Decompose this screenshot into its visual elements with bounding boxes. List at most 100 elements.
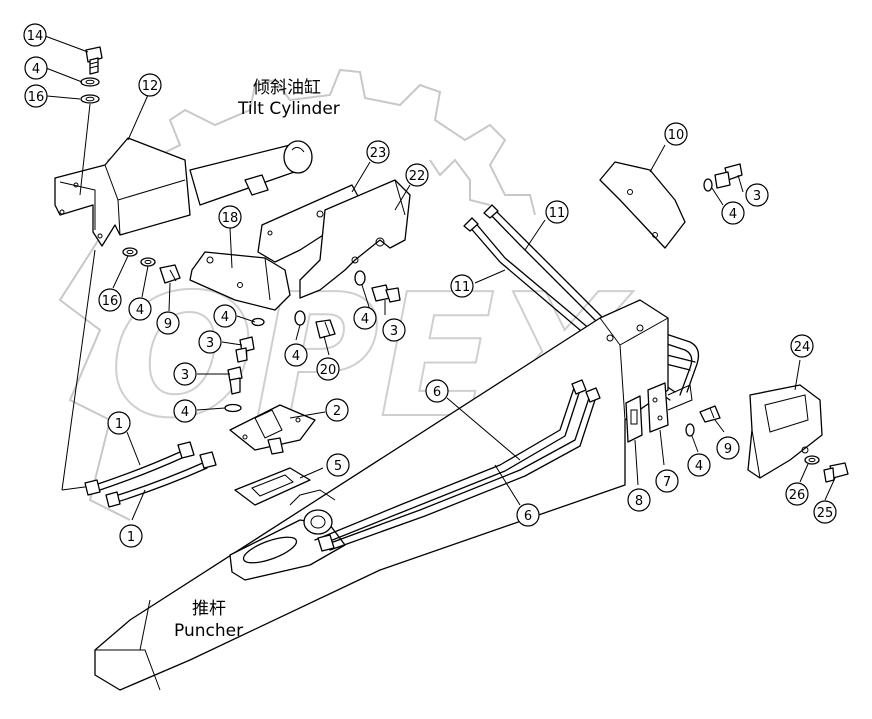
svg-text:3: 3 [181,368,189,383]
svg-text:5: 5 [334,459,342,474]
fitting-9-left [159,264,181,284]
callout-14: 14 [23,23,47,47]
component-labels: 倾斜油缸 Tilt Cylinder 推杆 Puncher [174,77,340,641]
svg-text:6: 6 [433,385,441,400]
valve-block-7 [647,382,693,433]
svg-text:20: 20 [320,363,337,378]
washer-4-a [251,317,265,327]
puncher-label-cn: 推杆 [192,599,226,619]
callout-12: 12 [138,73,162,97]
washer-4-b [224,403,242,413]
svg-text:12: 12 [142,79,159,94]
svg-text:4: 4 [361,312,369,327]
callout-4: 4 [173,399,197,423]
hoses-6 [314,379,601,552]
fitting-9-right [699,405,721,423]
bolt-3-cover [714,163,743,189]
callout-4: 4 [24,56,48,80]
callout-9: 9 [156,311,180,335]
plate-8 [625,395,643,443]
callout-4: 4 [353,306,377,330]
callout-3: 3 [745,183,769,207]
svg-text:1: 1 [127,530,135,545]
washer-4-mid [140,257,156,267]
svg-text:7: 7 [663,475,671,490]
cover-10 [599,161,686,249]
callout-10: 10 [664,122,688,146]
callout-3: 3 [173,362,197,386]
leader-lines [44,35,836,521]
tilt-cylinder-label-en: Tilt Cylinder [237,99,340,119]
callout-bubbles: 14 4 16 12 23 22 18 10 3 4 11 11 16 4 9 … [23,23,837,548]
svg-text:16: 16 [28,90,45,105]
callout-25: 25 [813,500,837,524]
tilt-cylinder-label-cn: 倾斜油缸 [253,77,321,98]
callout-4: 4 [128,297,152,321]
callout-4: 4 [687,453,711,477]
callout-20: 20 [316,357,340,381]
block-2 [229,404,316,455]
washer-16-mid [122,247,138,257]
callout-23: 23 [366,140,390,164]
puncher-beam [94,299,669,691]
callout-26: 26 [785,482,809,506]
callout-8: 8 [627,488,651,512]
callout-4: 4 [213,304,237,328]
callout-1: 1 [119,524,143,548]
washer-4-c [294,310,306,326]
svg-text:16: 16 [102,294,119,309]
callout-11: 11 [545,200,569,224]
callout-4: 4 [284,343,308,367]
callout-16: 16 [24,84,48,108]
callout-1: 1 [107,411,131,435]
callout-5: 5 [326,453,350,477]
callout-7: 7 [655,469,679,493]
puncher-label-en: Puncher [174,621,243,641]
gasket-5 [234,467,311,506]
svg-text:4: 4 [181,405,189,420]
svg-text:9: 9 [724,442,732,457]
svg-text:8: 8 [635,494,643,509]
callout-18: 18 [218,205,242,229]
callout-22: 22 [405,163,429,187]
callout-3: 3 [382,318,406,342]
bracket-18 [189,251,291,311]
svg-text:18: 18 [222,211,239,226]
svg-text:4: 4 [729,207,737,222]
tilt-cylinder-assembly [54,137,313,247]
callout-2: 2 [325,398,349,422]
bolt-25 [823,462,849,483]
svg-text:9: 9 [164,317,172,332]
bracket-22 [299,179,411,299]
bolt-3-b [227,366,243,395]
guard-24 [747,384,823,479]
svg-text:14: 14 [27,29,44,44]
svg-text:3: 3 [390,324,398,339]
bolt-3-a [235,336,255,363]
svg-text:4: 4 [695,459,703,474]
svg-text:22: 22 [409,169,426,184]
fitting-20 [315,319,336,339]
callout-24: 24 [790,334,814,358]
svg-text:4: 4 [292,349,300,364]
svg-text:11: 11 [549,206,566,221]
svg-text:10: 10 [668,128,685,143]
washer-4-cover [703,178,713,192]
hoses-1 [84,441,217,508]
svg-text:25: 25 [817,506,834,521]
callout-6: 6 [516,503,540,527]
svg-text:11: 11 [454,280,471,295]
bolt-14 [85,46,103,75]
callout-16: 16 [98,288,122,312]
callout-6: 6 [425,379,449,403]
svg-text:1: 1 [115,417,123,432]
callout-9: 9 [716,436,740,460]
washer-26 [804,455,820,465]
callout-11: 11 [450,274,474,298]
callout-3: 3 [198,330,222,354]
svg-text:26: 26 [789,488,806,503]
svg-text:4: 4 [32,62,40,77]
svg-text:4: 4 [136,303,144,318]
